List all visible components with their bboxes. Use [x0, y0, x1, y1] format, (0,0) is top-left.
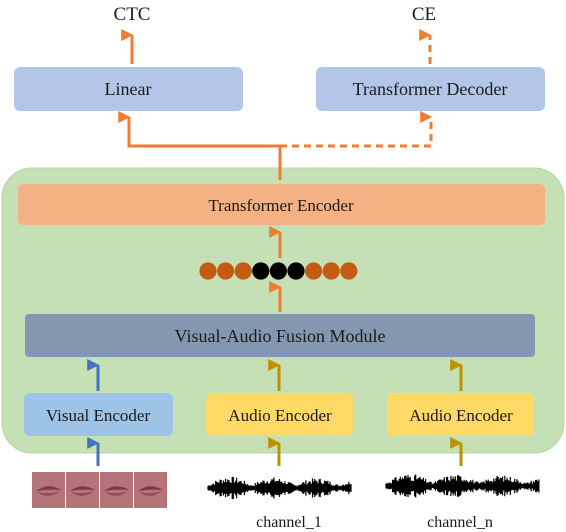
lower-lip — [37, 491, 60, 496]
waveform-channel-1 — [207, 476, 352, 500]
lip-frame — [134, 472, 167, 508]
upper-lip — [70, 486, 95, 491]
lip-frame — [66, 472, 99, 508]
visual-encoder-label: Visual Encoder — [46, 406, 151, 425]
transformer-decoder-label: Transformer Decoder — [353, 79, 508, 99]
lip-frame — [100, 472, 133, 508]
fusion-module-box — [25, 314, 535, 357]
lip-frame — [32, 472, 65, 508]
audio-encoder-n-label: Audio Encoder — [409, 406, 513, 425]
linear-label: Linear — [105, 79, 152, 99]
ctc-label: CTC — [114, 4, 151, 25]
transformer-decoder-box — [316, 67, 545, 111]
token-orange — [217, 262, 235, 280]
token-orange — [234, 262, 252, 280]
token-black — [252, 262, 270, 280]
audio-encoder-1-box — [206, 393, 353, 436]
lip-frames-image — [32, 472, 167, 508]
audio-encoder-n-box — [387, 393, 534, 436]
upper-lip — [104, 486, 129, 491]
upper-lip — [36, 486, 61, 491]
channel-n-label: channel_n — [427, 514, 493, 531]
waveform-channel-n — [385, 474, 540, 498]
upper-lip — [138, 486, 163, 491]
visual-encoder-box — [24, 393, 173, 436]
audio-encoder-1-label: Audio Encoder — [228, 406, 332, 425]
fusion-module-label: Visual-Audio Fusion Module — [175, 326, 386, 346]
lower-lip — [139, 491, 162, 496]
token-black — [269, 262, 287, 280]
ctc-branch — [118, 111, 282, 180]
ce-branch — [280, 111, 433, 148]
ce-label: CE — [412, 4, 436, 25]
fused-token-sequence — [199, 262, 358, 280]
token-orange — [199, 262, 217, 280]
linear-box — [14, 67, 243, 111]
channel-1-label: channel_1 — [256, 514, 322, 531]
lower-lip — [105, 491, 128, 496]
token-black — [287, 262, 305, 280]
lower-lip — [71, 491, 94, 496]
transformer-encoder-label: Transformer Encoder — [208, 196, 354, 215]
encoder-panel — [1, 167, 565, 454]
transformer-encoder-box — [18, 184, 545, 225]
token-orange — [305, 262, 323, 280]
token-orange — [322, 262, 340, 280]
token-orange — [340, 262, 358, 280]
